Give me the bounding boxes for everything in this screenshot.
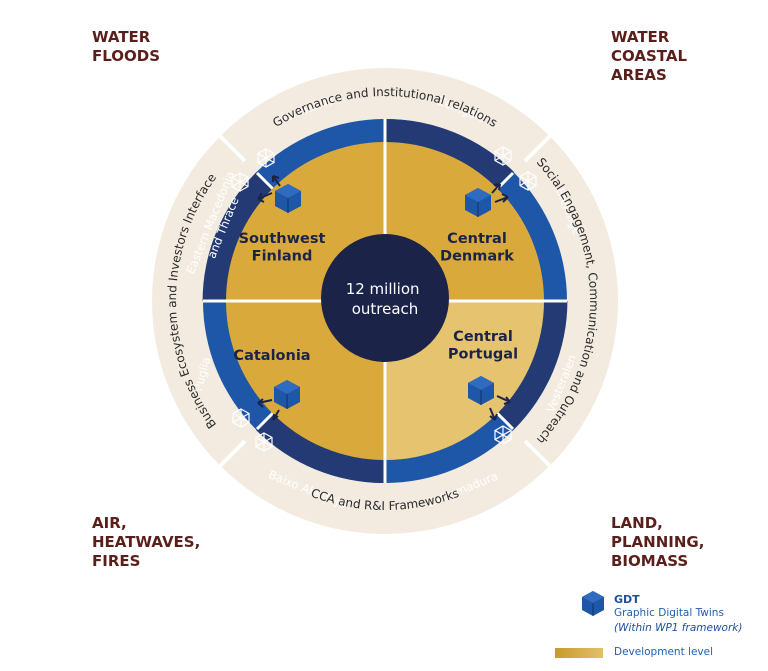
region-catalonia: Catalonia [233,348,310,364]
wireframe-cube-icon [494,146,512,166]
wireframe-cube-icon [231,172,249,192]
wireframe-cube-icon [257,148,275,168]
outer-ring-dividers [218,134,552,468]
text-line: Central [447,231,507,247]
wireframe-cube-icon [494,425,512,445]
corner-label-land-planning: LAND, PLANNING, BIOMASS [611,514,705,570]
text-line: Central [453,329,513,345]
legend-development-swatch [555,648,603,658]
text-line: Denmark [440,248,514,264]
legend-gdt-title: GDT [614,593,640,606]
corner-label-water-coastal: WATER COASTAL AREAS [611,28,688,84]
arrow-icons [257,175,511,421]
text-line: Southwest [239,231,326,247]
cube-icon [465,188,491,217]
center-label: 12 million outreach [346,280,425,318]
twin-icons [231,146,537,452]
cube-icons [274,184,494,409]
legend-development-level: Development level [614,646,713,658]
legend-gdt-subtitle: Graphic Digital Twins [614,607,724,619]
wireframe-cube-icon [232,408,250,428]
cube-icon [275,184,301,213]
legend-cube-icon [582,591,604,616]
text-line: Portugal [448,346,518,362]
legend-gdt-note: (Within WP1 framework) [614,622,743,634]
corner-label-air-heatwaves: AIR, HEATWAVES, FIRES [92,514,201,570]
cube-icon [468,376,494,405]
cube-icon [274,380,300,409]
center-circle [321,234,449,362]
wireframe-cube-icon [255,432,273,452]
wireframe-cube-icon [519,171,537,191]
text-line: Finland [252,248,313,264]
corner-label-water-floods: WATER FLOODS [92,28,161,65]
